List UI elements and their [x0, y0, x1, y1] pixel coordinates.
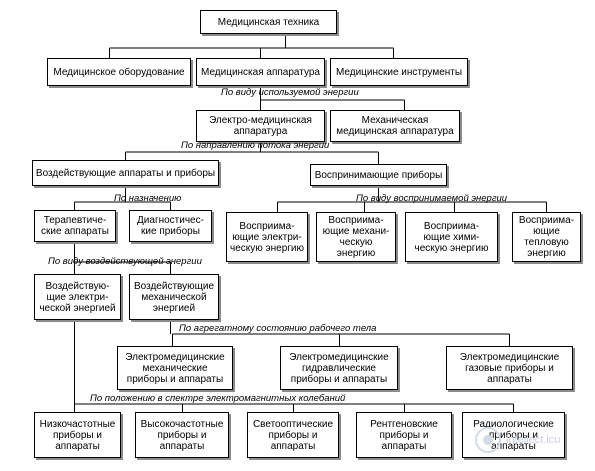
node-acting-electric-energy: Воздействую- щие электри- ческой энергие…	[34, 274, 121, 320]
node-therapeutic-apparatus: Терапевтиче- ские аппараты	[34, 210, 116, 242]
node-medical-instruments: Медицинские инструменты	[330, 58, 468, 86]
node-perceiving-electric: Восприима- ющие электри- ческую энергию	[226, 212, 308, 262]
label-by-acting-energy: По виду воздействующей энергии	[48, 256, 202, 267]
watermark-logo-icon	[475, 427, 501, 453]
node-light-optic: Светооптические приборы и аппараты	[247, 412, 339, 458]
node-medical-equipment: Медицинское оборудование	[47, 58, 191, 86]
node-mechanical-medical-apparatus: Механическая медицинская аппаратура	[330, 110, 460, 142]
node-medical-technology: Медицинская техника	[200, 10, 337, 34]
label-by-energy-used: По виду используемой энергии	[221, 87, 359, 98]
label-by-spectrum-position: По положению в спектре электромагнитных …	[90, 393, 346, 404]
label-by-aggregate-state: По агрегатному состоянию рабочего тела	[179, 323, 377, 334]
node-perceiving-heat: Восприима- ющие тепловую энергию	[512, 212, 581, 262]
node-em-gas: Электромедицинские газовые приборы и апп…	[446, 346, 573, 390]
node-acting-devices: Воздействующие аппараты и приборы	[32, 160, 219, 186]
node-low-frequency: Низкочастотные приборы и аппараты	[34, 412, 121, 458]
node-diagnostic-devices: Диагностичес- кие приборы	[129, 210, 212, 242]
watermark: intellect.icu	[506, 434, 561, 446]
node-xray: Рентгеновские приборы и аппараты	[356, 412, 452, 458]
node-high-frequency: Высокочастотные приборы и аппараты	[135, 412, 229, 458]
node-perceiving-devices: Воспринимающие приборы	[310, 164, 447, 186]
node-em-mechanical: Электромедицинские механические приборы …	[117, 346, 233, 390]
node-medical-apparatus: Медицинская аппаратура	[196, 58, 325, 86]
node-acting-mechanical-energy: Воздействующие механической энергией	[129, 274, 219, 320]
node-electro-medical-apparatus: Электро-медицинская аппаратура	[196, 110, 325, 142]
node-em-hydraulic: Электромедицинские гидравлические прибор…	[280, 346, 398, 390]
label-by-perceived-energy: По виду воспринимаемой энергии	[356, 193, 508, 204]
node-perceiving-chemical: Восприима- ющие хими- ческую энергию	[405, 212, 498, 262]
label-by-purpose: По назначению	[114, 193, 182, 204]
label-by-flow-direction: По направлению потока энергии	[181, 140, 330, 151]
node-perceiving-mechanical: Восприима- ющие механи- ческую энергию	[316, 212, 396, 262]
node-radiologic: Радиологические приборы и аппараты	[462, 412, 565, 458]
